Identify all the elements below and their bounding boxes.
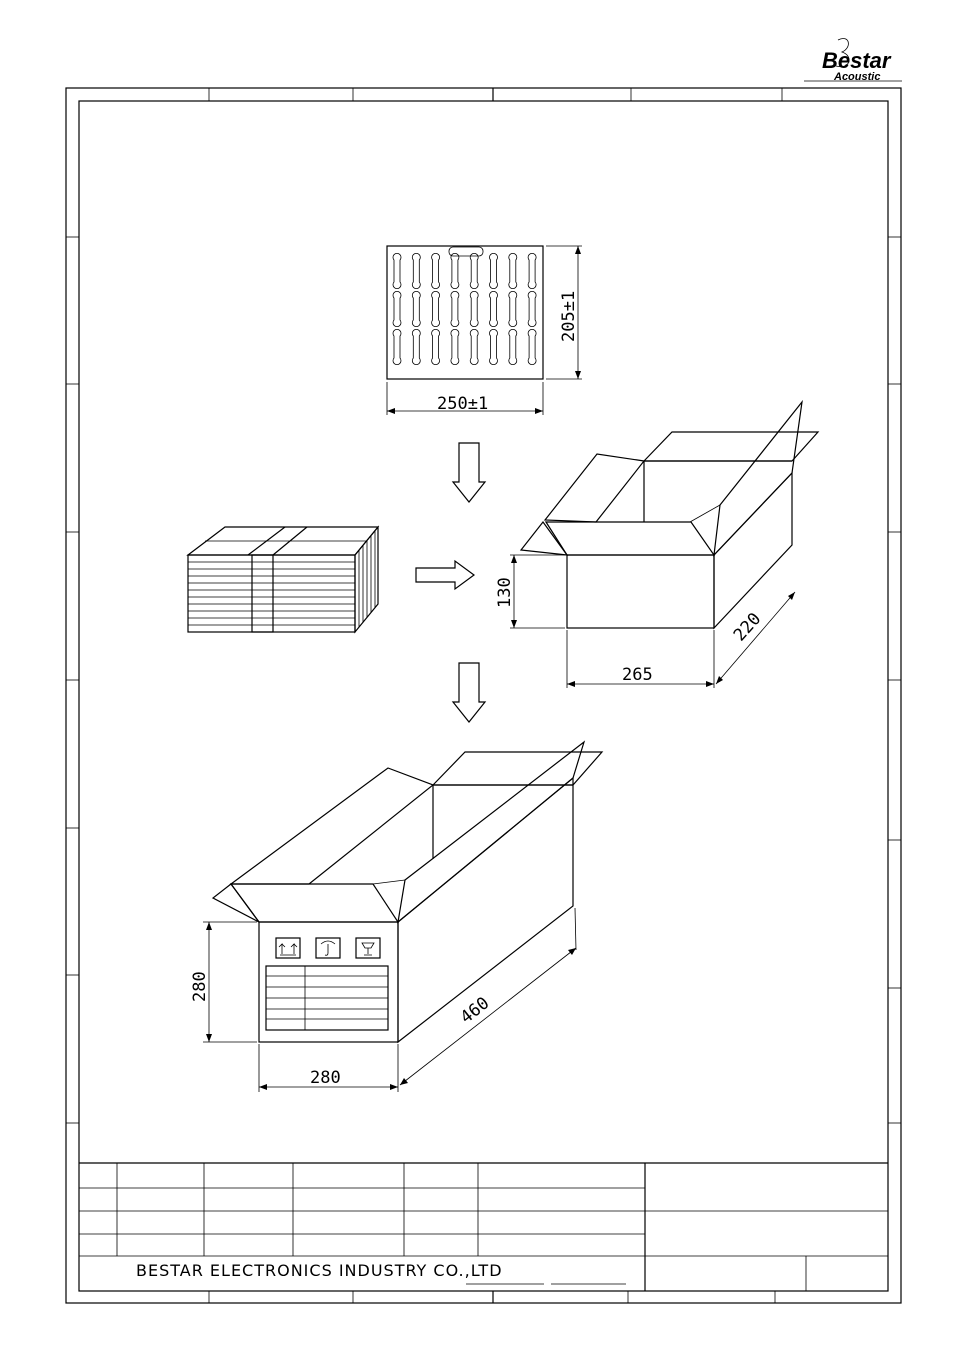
tray-cavity: [451, 253, 459, 288]
tray-stack: [188, 527, 378, 632]
carton-depth-label: 220: [730, 609, 765, 645]
tray-cavity: [509, 329, 517, 364]
strap: [252, 555, 273, 632]
tray-cavity: [412, 291, 420, 326]
tray-cavity: [528, 329, 536, 364]
title-block: BESTAR ELECTRONICS INDUSTRY CO.,LTD: [79, 1163, 888, 1291]
down-arrow-icon: [453, 443, 485, 502]
logo-brand: Bestar: [822, 48, 892, 73]
tray-cavity: [412, 253, 420, 288]
tray-cavity: [470, 291, 478, 326]
master-height-label: 280: [190, 971, 210, 1002]
tray-cavity: [489, 253, 497, 288]
tray-width-label: 250±1: [437, 394, 488, 414]
tray-outline: [387, 246, 543, 379]
company-name: BESTAR ELECTRONICS INDUSTRY CO.,LTD: [136, 1261, 503, 1280]
tray-cavity: [489, 329, 497, 364]
right-arrow-icon: [416, 561, 474, 589]
bestar-logo: Bestar Acoustic: [804, 39, 902, 83]
tray-cavities: [393, 253, 536, 364]
master-width-label: 280: [310, 1068, 341, 1088]
master-carton: 280 280 460: [190, 742, 602, 1092]
down-arrow-icon: [453, 663, 485, 722]
tray-cavity: [509, 253, 517, 288]
carton-height-label: 130: [495, 577, 515, 608]
tray-cavity: [509, 291, 517, 326]
tray-cavity: [489, 291, 497, 326]
tray-cavity: [393, 329, 401, 364]
tray-top-view: 250±1 205±1: [387, 246, 582, 415]
tray-cavity: [470, 253, 478, 288]
tray-cavity: [432, 253, 440, 288]
tray-cavity: [412, 329, 420, 364]
master-depth-label: 460: [457, 993, 494, 1028]
tray-cavity: [393, 291, 401, 326]
tray-cavity: [432, 329, 440, 364]
tray-cavity: [528, 253, 536, 288]
tray-cavity: [432, 291, 440, 326]
tray-cavity: [528, 291, 536, 326]
tray-cavity: [470, 329, 478, 364]
tray-cavity: [451, 329, 459, 364]
tray-cavity: [393, 253, 401, 288]
tray-handle-slot: [449, 247, 483, 256]
drawing-frame: [66, 88, 901, 1303]
tray-height-label: 205±1: [559, 291, 579, 342]
carton-length-label: 265: [622, 665, 653, 685]
tray-cavity: [451, 291, 459, 326]
inner-carton: 130 265 220: [495, 402, 818, 688]
